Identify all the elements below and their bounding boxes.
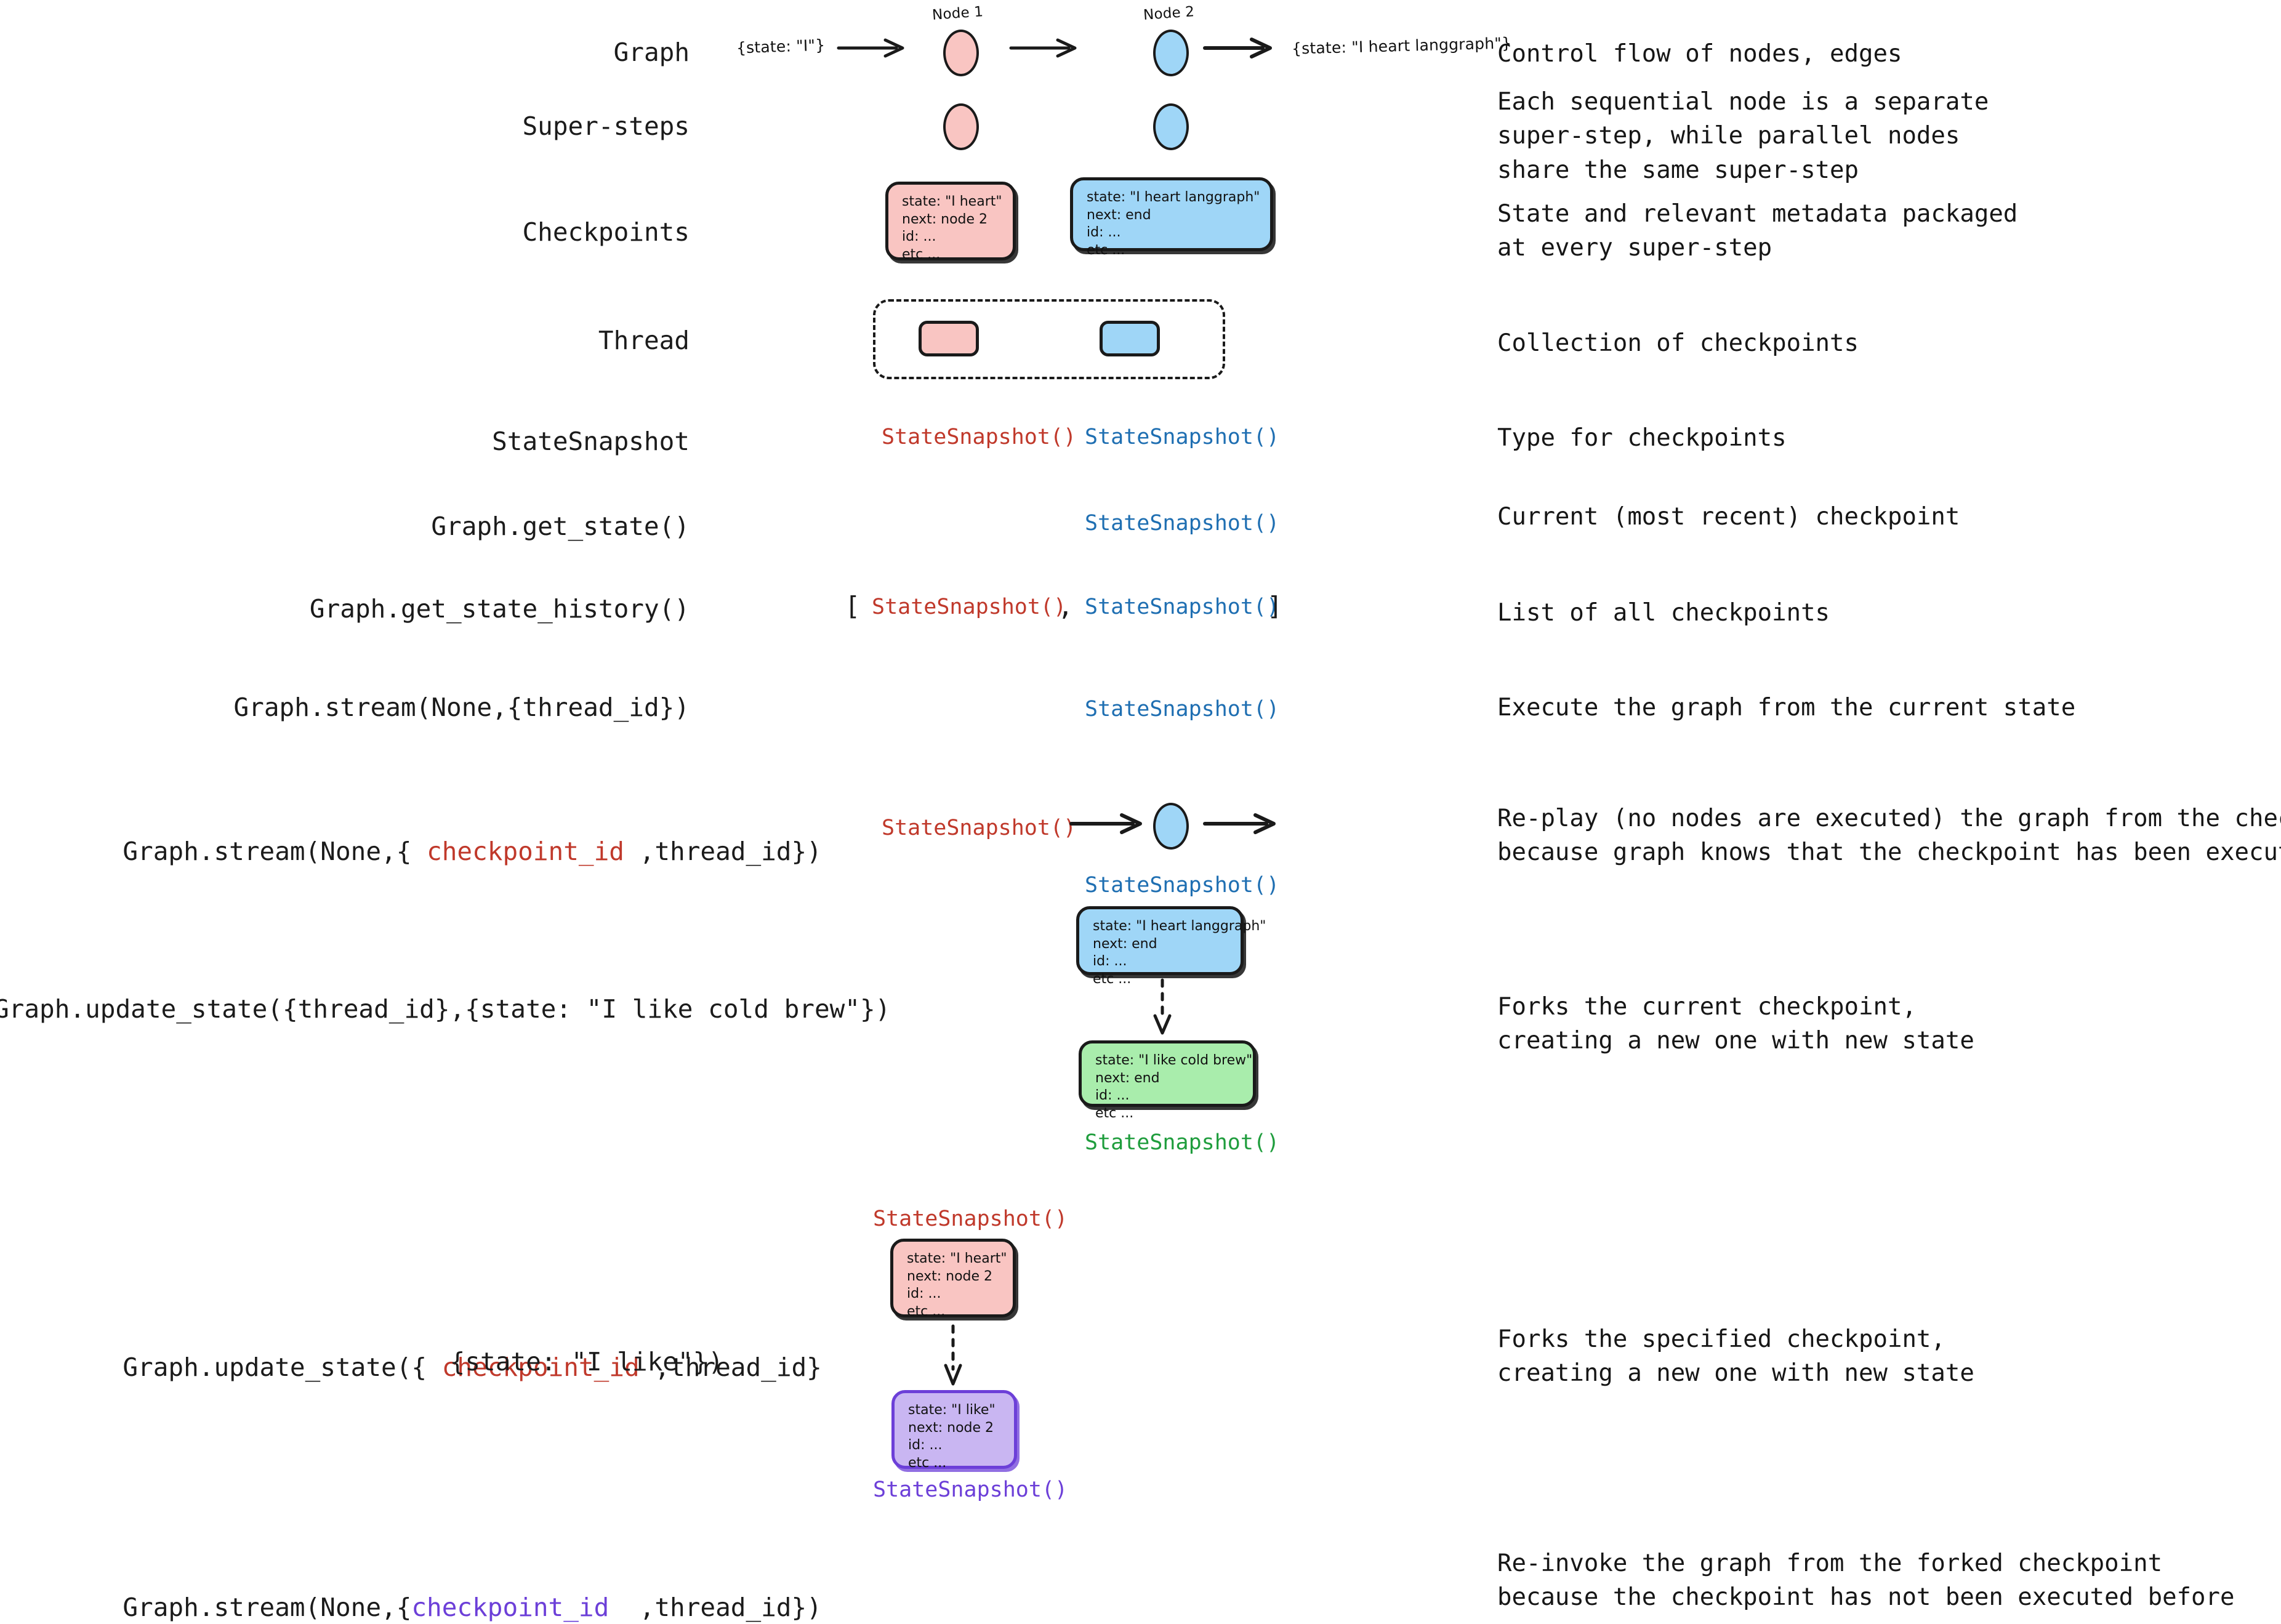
thread-container [873,299,1225,379]
snapshot-label-purple: StateSnapshot() [873,1477,1068,1502]
fork-arrow-blue-to-green [1153,978,1172,1035]
desc-stream-replay: Re-play (no nodes are executed) the grap… [1497,805,2281,867]
desc-graph: Control flow of nodes, edges [1497,40,1902,68]
checkpoint-id-token-purple: checkpoint_id [411,1593,609,1623]
graph-arrow-3 [1203,38,1272,58]
fork-pink-line-0: state: "I heart" [907,1251,1007,1266]
thread-swatch-pink [919,321,979,356]
superstep-node-1 [943,103,979,150]
graph-output-state: {state: "I heart langgraph"} [1291,34,1512,58]
stream-replay-part1: Graph.stream(None,{ [123,837,427,867]
update-state-part3: ,thread_id} [639,1353,822,1383]
desc-thread: Collection of checkpoints [1497,329,1859,357]
replay-blue-line-1: next: end [1093,936,1157,952]
row-label-get-state-history: Graph.get_state_history() [309,594,690,624]
graph-input-state: {state: "I"} [736,36,826,57]
snapshot-label-green: StateSnapshot() [1085,1130,1280,1155]
snapshot-replay-result: StateSnapshot() [1085,873,1280,898]
row-label-update-state-checkpoint-line2: {state: "I like"}) [449,1347,723,1377]
row-label-statesnapshot: StateSnapshot [492,427,690,456]
node2-caption: Node 2 [1143,4,1195,23]
checkpoint-card-blue: state: "I heart langgraph" next: end id:… [1070,177,1273,258]
superstep-node-2 [1153,103,1189,150]
snapshot-history-blue: StateSnapshot() [1085,595,1280,619]
purple-line-2: id: ... [908,1437,943,1453]
fork-result-card-purple: state: "I like" next: node 2 id: ... etc… [891,1390,1017,1471]
history-bracket-close: ] [1267,591,1283,621]
desc-get-state-history: List of all checkpoints [1497,599,1830,627]
thread-swatch-blue [1100,321,1160,356]
row-label-thread: Thread [598,326,690,355]
replay-blue-line-3: etc ... [1093,971,1132,987]
checkpoint-blue-line-2: id: ... [1087,225,1121,241]
replay-blue-line-2: id: ... [1093,954,1127,970]
desc-stream-forked: Re-invoke the graph from the forked chec… [1497,1550,2235,1612]
checkpoint-card-pink: state: "I heart" next: node 2 id: ... et… [885,182,1016,262]
row-label-checkpoints: Checkpoints [522,217,690,247]
checkpoint-id-token-red: checkpoint_id [427,837,624,867]
history-bracket-open: [ [845,591,861,621]
fork-pink-line-2: id: ... [907,1286,941,1302]
replay-blue-line-0: state: "I heart langgraph" [1093,919,1266,934]
replay-checkpoint-card-blue: state: "I heart langgraph" next: end id:… [1076,906,1266,987]
replay-arrow-2 [1203,813,1276,834]
row-label-update-state-thread: Graph.update_state({thread_id},{state: "… [0,994,891,1024]
green-line-0: state: "I like cold brew" [1095,1053,1253,1068]
replay-arrow-1 [1069,813,1142,834]
node1-caption: Node 1 [931,4,984,23]
fork-source-card-pink: state: "I heart" next: node 2 id: ... et… [890,1239,1016,1319]
fork-pink-line-1: next: node 2 [907,1268,993,1284]
purple-line-1: next: node 2 [908,1420,994,1436]
snapshot-history-pink: StateSnapshot() [872,595,1067,619]
stream-forked-part3: ,thread_id}) [609,1593,822,1623]
desc-get-state: Current (most recent) checkpoint [1497,503,1960,531]
snapshot-label-pink: StateSnapshot() [882,425,1077,449]
snapshot-label-pink-fork-source: StateSnapshot() [873,1207,1068,1231]
fork-arrow-pink-to-purple [944,1324,962,1386]
graph-node-1 [943,30,979,76]
purple-line-3: etc ... [908,1455,947,1471]
fork-checkpoint-card-green: state: "I like cold brew" next: end id: … [1079,1040,1256,1121]
checkpoint-blue-line-1: next: end [1087,207,1151,223]
graph-arrow-2 [1009,38,1077,58]
purple-line-0: state: "I like" [908,1402,996,1418]
checkpoint-pink-line-3: etc ... [902,246,941,262]
replay-node-2 [1153,803,1189,850]
green-line-3: etc ... [1095,1105,1134,1121]
fork-pink-line-3: etc ... [907,1303,946,1319]
stream-forked-part1: Graph.stream(None,{ [123,1593,412,1623]
snapshot-label-blue: StateSnapshot() [1085,425,1280,449]
snapshot-stream-thread: StateSnapshot() [1085,697,1280,722]
checkpoint-pink-line-0: state: "I heart" [902,194,1002,209]
row-label-get-state: Graph.get_state() [431,512,690,541]
desc-update-state-checkpoint: Forks the specified checkpoint, creating… [1497,1325,1974,1388]
row-label-stream-replay: Graph.stream(None,{ checkpoint_id ,threa… [92,802,822,868]
desc-update-state-thread: Forks the current checkpoint, creating a… [1497,993,1974,1055]
graph-arrow-1 [837,38,904,58]
checkpoint-pink-line-2: id: ... [902,229,936,245]
graph-node-2 [1153,30,1189,76]
stream-replay-part3: ,thread_id}) [624,837,822,867]
checkpoint-blue-line-3: etc ... [1087,242,1125,258]
row-label-update-state-checkpoint: Graph.update_state({ checkpoint_id ,thre… [92,1317,822,1384]
snapshot-get-state: StateSnapshot() [1085,511,1280,536]
desc-stream-thread: Execute the graph from the current state [1497,694,2076,722]
desc-checkpoints: State and relevant metadata packaged at … [1497,200,2018,262]
desc-statesnapshot: Type for checkpoints [1497,424,1787,452]
snapshot-replay-source: StateSnapshot() [882,816,1077,840]
checkpoint-id-token-red-2: checkpoint_id [441,1353,640,1383]
row-label-stream-thread: Graph.stream(None,{thread_id}) [233,693,690,722]
row-label-stream-forked: Graph.stream(None,{checkpoint_id ,thread… [92,1558,821,1624]
green-line-1: next: end [1095,1070,1160,1086]
checkpoint-pink-line-1: next: node 2 [902,211,988,227]
history-comma: , [1058,591,1074,621]
row-label-graph: Graph [613,38,690,67]
update-state-part1: Graph.update_state({ [123,1353,442,1383]
green-line-2: id: ... [1095,1088,1130,1104]
checkpoint-blue-line-0: state: "I heart langgraph" [1087,190,1260,205]
desc-super-steps: Each sequential node is a separate super… [1497,88,1989,184]
row-label-super-steps: Super-steps [522,111,690,141]
